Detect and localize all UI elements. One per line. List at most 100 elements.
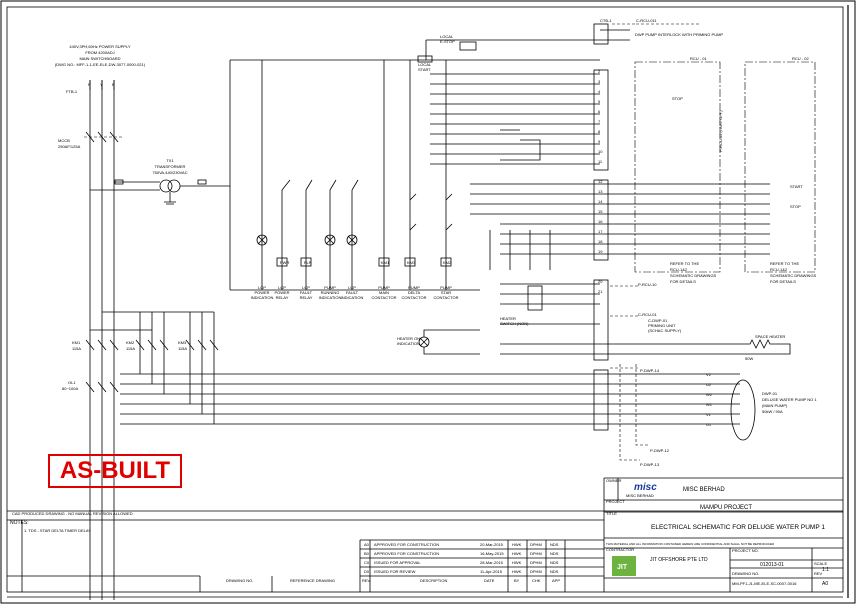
km3-label: KM3 [178, 340, 187, 345]
terminal-number: 12 [598, 179, 603, 184]
svg-text:RELAY: RELAY [300, 295, 313, 300]
svg-text:REFERENCE DRAWING: REFERENCE DRAWING [290, 578, 335, 583]
svg-text:28-Mar-2015: 28-Mar-2015 [480, 560, 504, 565]
mt-u2: U2 [706, 382, 712, 387]
svg-text:MM-PF1-J1-ME-ELE-SC-0007-0016: MM-PF1-J1-ME-ELE-SC-0007-0016 [732, 581, 797, 586]
refer2-l4: FOR DETAILS [770, 279, 796, 284]
terminal-strip-2 [593, 179, 609, 261]
priming-2: PRIMING UNIT [648, 323, 676, 328]
svg-text:PUMP: PUMP [324, 285, 336, 290]
svg-text:LCP: LCP [348, 285, 356, 290]
svg-text:PUMP: PUMP [440, 285, 452, 290]
svg-text:HWK: HWK [512, 560, 522, 565]
svg-text:TITLE: TITLE [606, 511, 617, 516]
svg-text:ISSUED FOR REVIEW: ISSUED FOR REVIEW [374, 569, 416, 574]
svg-text:PUMP: PUMP [408, 285, 420, 290]
terminal-number: 18 [598, 239, 603, 244]
svg-text:misc: misc [634, 482, 657, 493]
p-dwp-14: P-DWP-14 [640, 368, 660, 373]
svg-text:MAMPU PROJECT: MAMPU PROJECT [700, 505, 752, 511]
svg-text:A0: A0 [822, 581, 828, 587]
terminal-number: 10 [598, 149, 603, 154]
heater-label-2: SWITCH (NON) [500, 321, 529, 326]
svg-text:ELECTRICAL SCHEMATIC FOR DELUG: ELECTRICAL SCHEMATIC FOR DELUGE WATER PU… [651, 524, 825, 531]
svg-text:BY: BY [514, 578, 520, 583]
rcu2-label: RCU - 02 [792, 56, 809, 61]
svg-text:1. TDS - STAR DELTA TIMER DELA: 1. TDS - STAR DELTA TIMER DELAY [24, 528, 91, 533]
heater-on-1: HEATER ON [397, 336, 420, 341]
svg-text:HWK: HWK [512, 542, 522, 547]
coil-flr: FLR [304, 260, 312, 265]
svg-text:LCP: LCP [258, 285, 266, 290]
start-label-rcu: START [790, 184, 803, 189]
svg-text:PROJECT: PROJECT [606, 499, 625, 504]
svg-text:NDS: NDS [550, 542, 559, 547]
km3-rating: 115A [178, 346, 187, 351]
ol1-rating: 80~100A [62, 386, 78, 391]
terminal-strip-3 [593, 279, 609, 361]
svg-text:POWER: POWER [254, 290, 269, 295]
terminal-number: 6 [598, 109, 601, 114]
svg-text:CONTACTOR: CONTACTOR [434, 295, 459, 300]
coil-pwr: PWR [280, 260, 289, 265]
title-block: OWNER MISC BERHAD misc MISC BERHAD PROJE… [7, 477, 843, 592]
coil-km1: KM1 [381, 260, 390, 265]
rcu-01-box [634, 61, 721, 273]
km1-label: KM1 [72, 340, 81, 345]
refer2-l3: SCHEMATIC DRAWINGS [770, 273, 817, 278]
svg-text:LCP: LCP [302, 285, 310, 290]
refer2-l2: RCU-1&2 [770, 267, 788, 272]
space-heater-label: SPACE HEATER [755, 334, 785, 339]
inner-border [6, 6, 844, 593]
svg-text:NOTES:: NOTES: [10, 520, 29, 526]
svg-text:CONTACTOR: CONTACTOR [402, 295, 427, 300]
mccb-rating: 250AF/125A [58, 144, 81, 149]
coil-km3: KM3 [407, 260, 416, 265]
p-dwp-13: P-DWP-13 [640, 462, 660, 467]
svg-text:HWK: HWK [512, 569, 522, 574]
supply-text-1: 440V,3PH,60Hz POWER SUPPLY [69, 44, 130, 49]
as-built-stamp: AS-BUILT [48, 454, 182, 488]
mt-w2: W2 [706, 392, 713, 397]
refer1-l3: SCHEMATIC DRAWINGS [670, 273, 717, 278]
svg-text:OWNER: OWNER [606, 478, 621, 483]
terminal-number: 2 [598, 69, 601, 74]
svg-text:HWK: HWK [512, 551, 522, 556]
estop-label-2: E-STOP [440, 39, 455, 44]
motor-4: 50kW / 90A [762, 409, 783, 414]
terminal-strip-4 [593, 369, 609, 431]
km1-rating: 115A [72, 346, 81, 351]
mt-v2: V2 [706, 372, 712, 377]
svg-text:B0: B0 [364, 551, 370, 556]
mt-v1: V1 [706, 412, 712, 417]
svg-text:MISC BERHAD: MISC BERHAD [626, 493, 654, 498]
motor-2: DELUGE WATER PUMP NO 1 [762, 397, 817, 402]
svg-text:DPHM: DPHM [530, 560, 542, 565]
refer1-l4: FOR DETAILS [670, 279, 696, 284]
svg-text:JIT: JIT [617, 564, 628, 571]
control-branches: PWR FLR KM1 KM3 KM2 [256, 60, 453, 290]
terminal-number: 21 [598, 289, 603, 294]
heater-on-2: INDICATION [397, 341, 420, 346]
km2-label: KM2 [126, 340, 135, 345]
svg-text:012013-01: 012013-01 [760, 562, 784, 568]
svg-text:CHK: CHK [532, 578, 541, 583]
terminal-number: 20 [598, 279, 603, 284]
terminal-number: 7 [598, 119, 601, 124]
terminal-number: 11 [598, 159, 603, 164]
svg-text:C0: C0 [364, 560, 370, 565]
svg-text:STAR: STAR [441, 290, 451, 295]
phase-r: R [88, 82, 91, 87]
svg-text:DATE: DATE [484, 578, 495, 583]
refer1-l1: REFER TO THE [670, 261, 699, 266]
motor-3: (MAIN PUMP) [762, 403, 788, 408]
supply-text-2: FROM 4200ADJ [85, 50, 114, 55]
svg-text:MISC BERHAD: MISC BERHAD [683, 487, 725, 493]
terminal-number: 5 [598, 99, 601, 104]
p-dwp-12: P-DWP-12 [650, 448, 670, 453]
km2-rating: 115A [126, 346, 135, 351]
